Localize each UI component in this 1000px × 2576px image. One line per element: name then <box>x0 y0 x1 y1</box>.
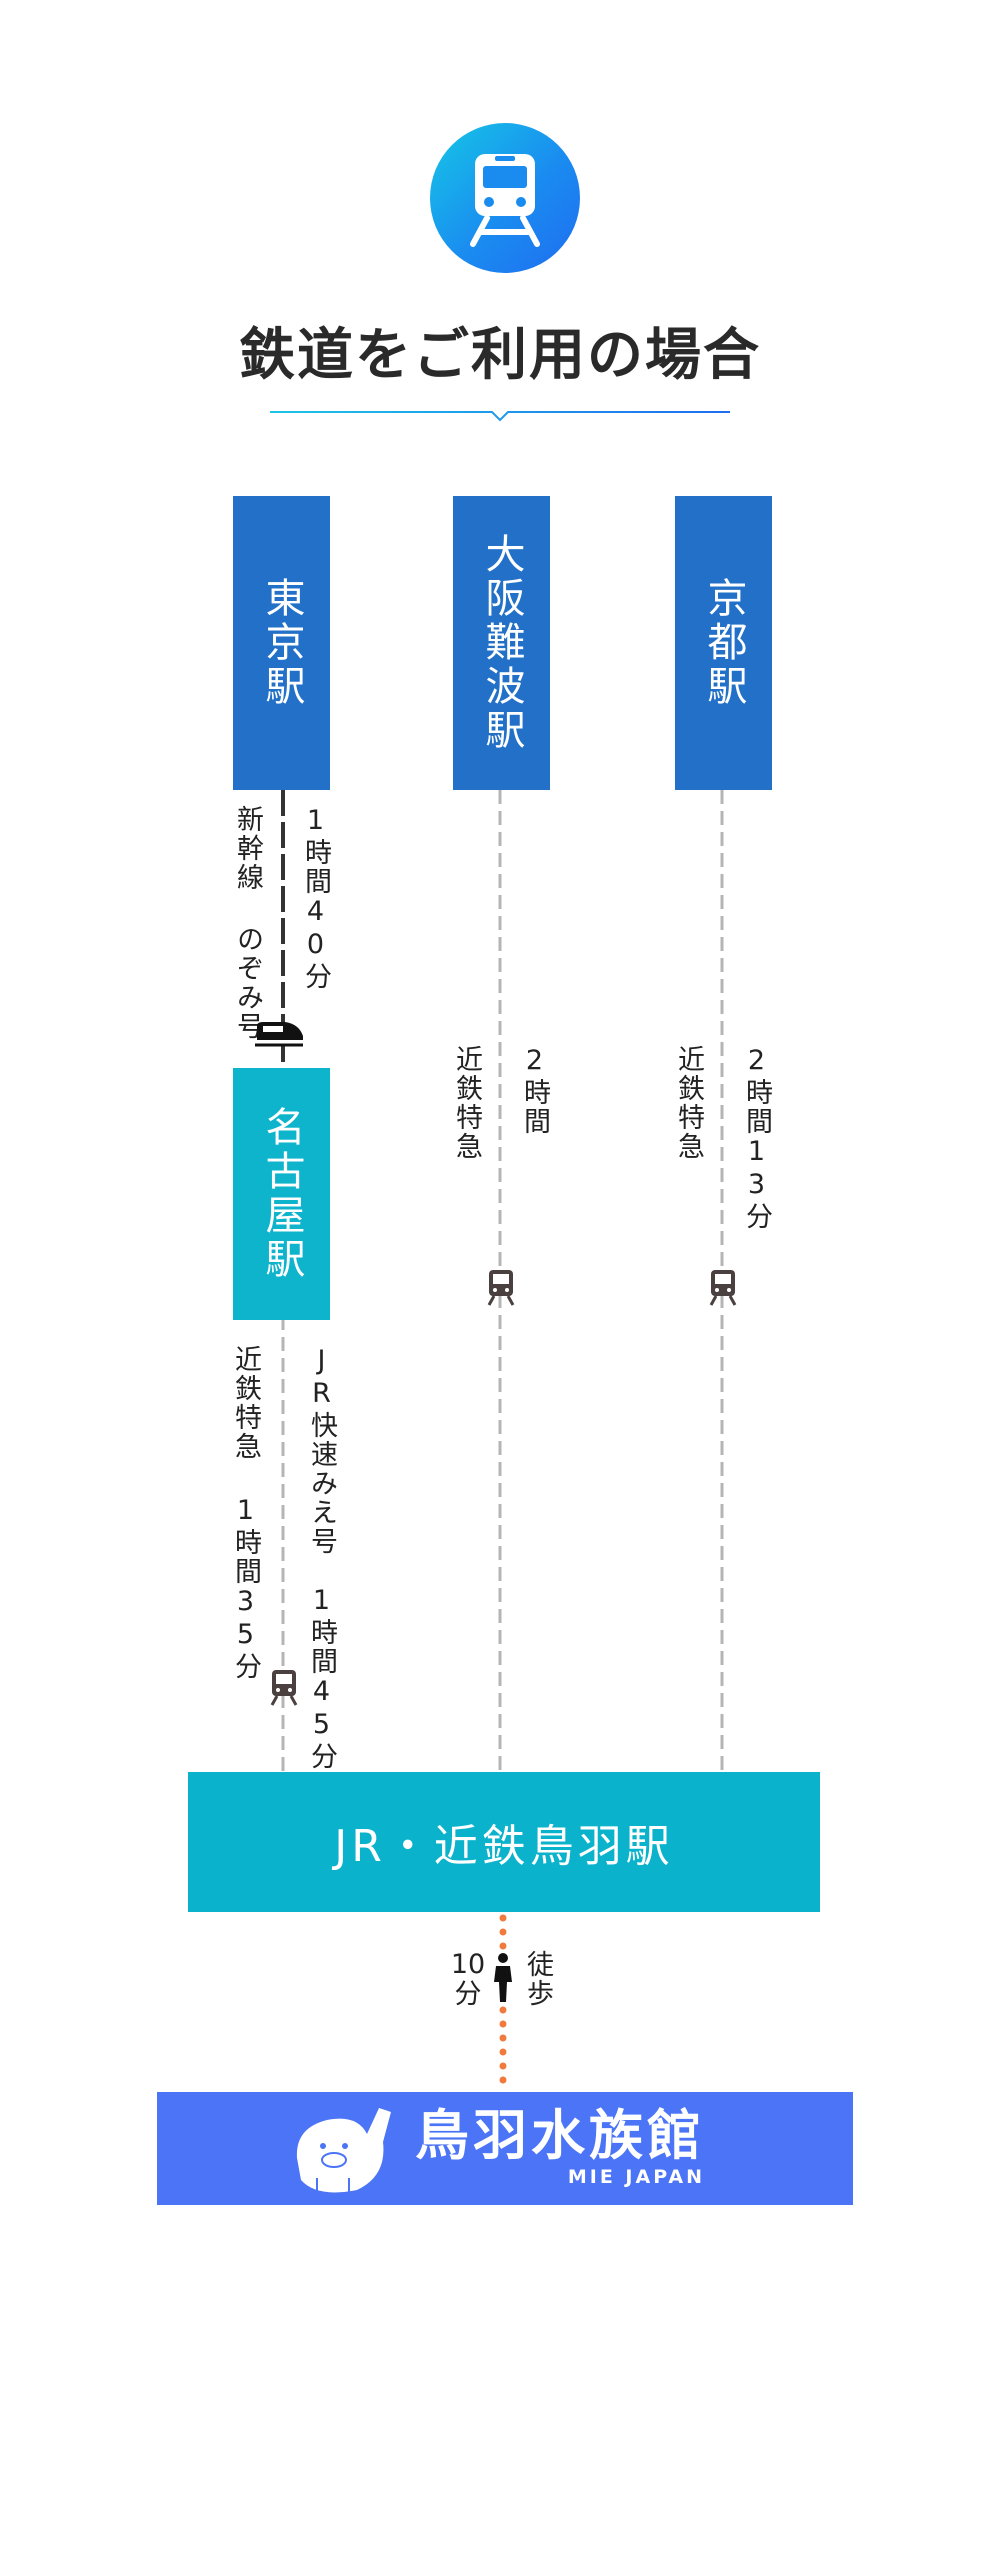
station-nagoya: 名古屋駅 <box>233 1068 330 1320</box>
station-osaka-namba: 大阪難波駅 <box>453 496 550 790</box>
route-line-label: 新幹線 のぞみ号 <box>232 805 263 1041</box>
page-title: 鉄道をご利用の場合 <box>239 323 761 388</box>
route-time-label: 2時間 <box>519 1045 550 1136</box>
route-time-label: 1時間40分 <box>300 805 331 991</box>
route-time-label: 2時間13分 <box>741 1045 772 1231</box>
hub-station-toba: JR・近鉄鳥羽駅 <box>188 1772 820 1912</box>
route-time-label: 1時間45分 <box>306 1585 337 1771</box>
train-icon <box>430 123 580 273</box>
route-line-label: JR快速みえ号 <box>306 1345 337 1556</box>
train-icon <box>486 1268 516 1310</box>
route-time-label: 1時間35分 <box>230 1495 261 1681</box>
dugong-mascot-icon <box>287 2098 397 2202</box>
route-line-label: 近鉄特急 <box>673 1045 704 1161</box>
shinkansen-icon <box>253 1018 305 1052</box>
station-tokyo: 東京駅 <box>233 496 330 790</box>
destination-name: 鳥羽水族館 <box>415 2104 705 2167</box>
route-line-label: 近鉄特急 <box>230 1345 261 1461</box>
route-line-label: 近鉄特急 <box>451 1045 482 1161</box>
station-kyoto: 京都駅 <box>675 496 772 790</box>
destination-banner: 鳥羽水族館 MIE JAPAN <box>157 2092 853 2205</box>
destination-subtitle: MIE JAPAN <box>567 2166 705 2188</box>
train-icon <box>708 1268 738 1310</box>
walking-person-icon <box>490 1952 516 2008</box>
title-divider <box>270 411 730 422</box>
walk-time-label: 10分 <box>450 1949 486 2010</box>
train-icon <box>269 1668 299 1710</box>
walk-mode-label: 徒歩 <box>522 1950 553 2008</box>
